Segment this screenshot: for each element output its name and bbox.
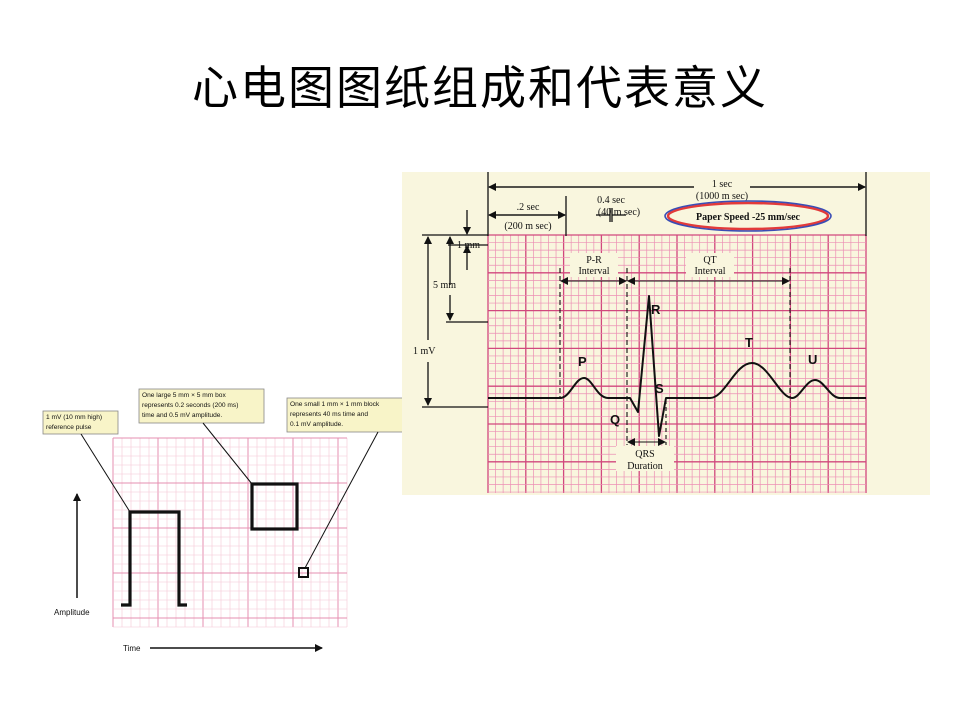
one-sec-label: 1 sec bbox=[712, 179, 733, 190]
five-mm-label: 5 mm bbox=[433, 280, 456, 291]
qrs-duration-label-1: QRS bbox=[635, 449, 654, 460]
small-box-example bbox=[298, 567, 309, 578]
large-box-example bbox=[250, 482, 299, 531]
interval-markers bbox=[559, 268, 791, 446]
wave-label-s: S bbox=[655, 381, 664, 396]
callout-text: 1 mV (10 mm high) bbox=[46, 414, 102, 421]
ecg-trace bbox=[488, 295, 866, 437]
point2-ms-label: (200 m sec) bbox=[504, 221, 551, 232]
wave-label-q: Q bbox=[610, 412, 620, 427]
right-grid-paper bbox=[487, 234, 867, 493]
one-mm-label: 1 mm bbox=[457, 240, 480, 251]
callout-reference-pulse: 1 mV (10 mm high) reference pulse bbox=[42, 410, 131, 513]
one-sec-ms-label: (1000 m sec) bbox=[696, 191, 748, 202]
callout-small-box: One small 1 mm × 1 mm block represents 4… bbox=[286, 397, 408, 569]
pr-interval-label-1: P-R bbox=[586, 255, 602, 266]
callout-text: One large 5 mm × 5 mm box bbox=[142, 392, 226, 399]
point4-sec-label: 0.4 sec bbox=[597, 195, 625, 206]
amplitude-dimension-lines bbox=[422, 210, 488, 408]
callout-text: represents 40 ms time and bbox=[290, 411, 368, 418]
time-label: Time bbox=[123, 644, 141, 653]
amplitude-label: Amplitude bbox=[54, 608, 90, 617]
wave-label-u: U bbox=[808, 352, 817, 367]
callout-text: time and 0.5 mV amplitude. bbox=[142, 412, 222, 419]
qt-interval-label-2: Interval bbox=[694, 266, 725, 277]
callout-text: represents 0.2 seconds (200 ms) bbox=[142, 402, 238, 409]
wave-label-p: P bbox=[578, 354, 587, 369]
wave-label-r: R bbox=[651, 302, 661, 317]
point2-sec-label: .2 sec bbox=[517, 202, 540, 213]
pr-interval-label-2: Interval bbox=[578, 266, 609, 277]
paper-speed-label: Paper Speed -25 mm/sec bbox=[696, 212, 801, 223]
qrs-duration-label-2: Duration bbox=[627, 461, 663, 472]
callout-text: reference pulse bbox=[46, 424, 92, 431]
reference-pulse bbox=[121, 510, 187, 607]
right-ecg-wave-diagram: 1 sec (1000 m sec) .2 sec (200 m sec) 0.… bbox=[402, 172, 930, 495]
wave-label-t: T bbox=[745, 335, 753, 350]
paper-speed-annotation: Paper Speed -25 mm/sec bbox=[664, 200, 832, 232]
left-ecg-grid-diagram: 1 mV (10 mm high) reference pulse One la… bbox=[42, 388, 408, 653]
qt-interval-label-1: QT bbox=[703, 255, 716, 266]
callout-text: One small 1 mm × 1 mm block bbox=[290, 401, 380, 408]
left-grid-paper bbox=[112, 437, 348, 628]
slide-title: 心电图图纸组成和代表意义 bbox=[192, 61, 768, 115]
one-mv-label: 1 mV bbox=[413, 346, 436, 357]
callout-large-box: One large 5 mm × 5 mm box represents 0.2… bbox=[138, 388, 265, 485]
point4-ms-label: (40 m sec) bbox=[598, 207, 640, 218]
callout-text: 0.1 mV amplitude. bbox=[290, 421, 343, 428]
time-dimension-lines bbox=[487, 172, 867, 236]
